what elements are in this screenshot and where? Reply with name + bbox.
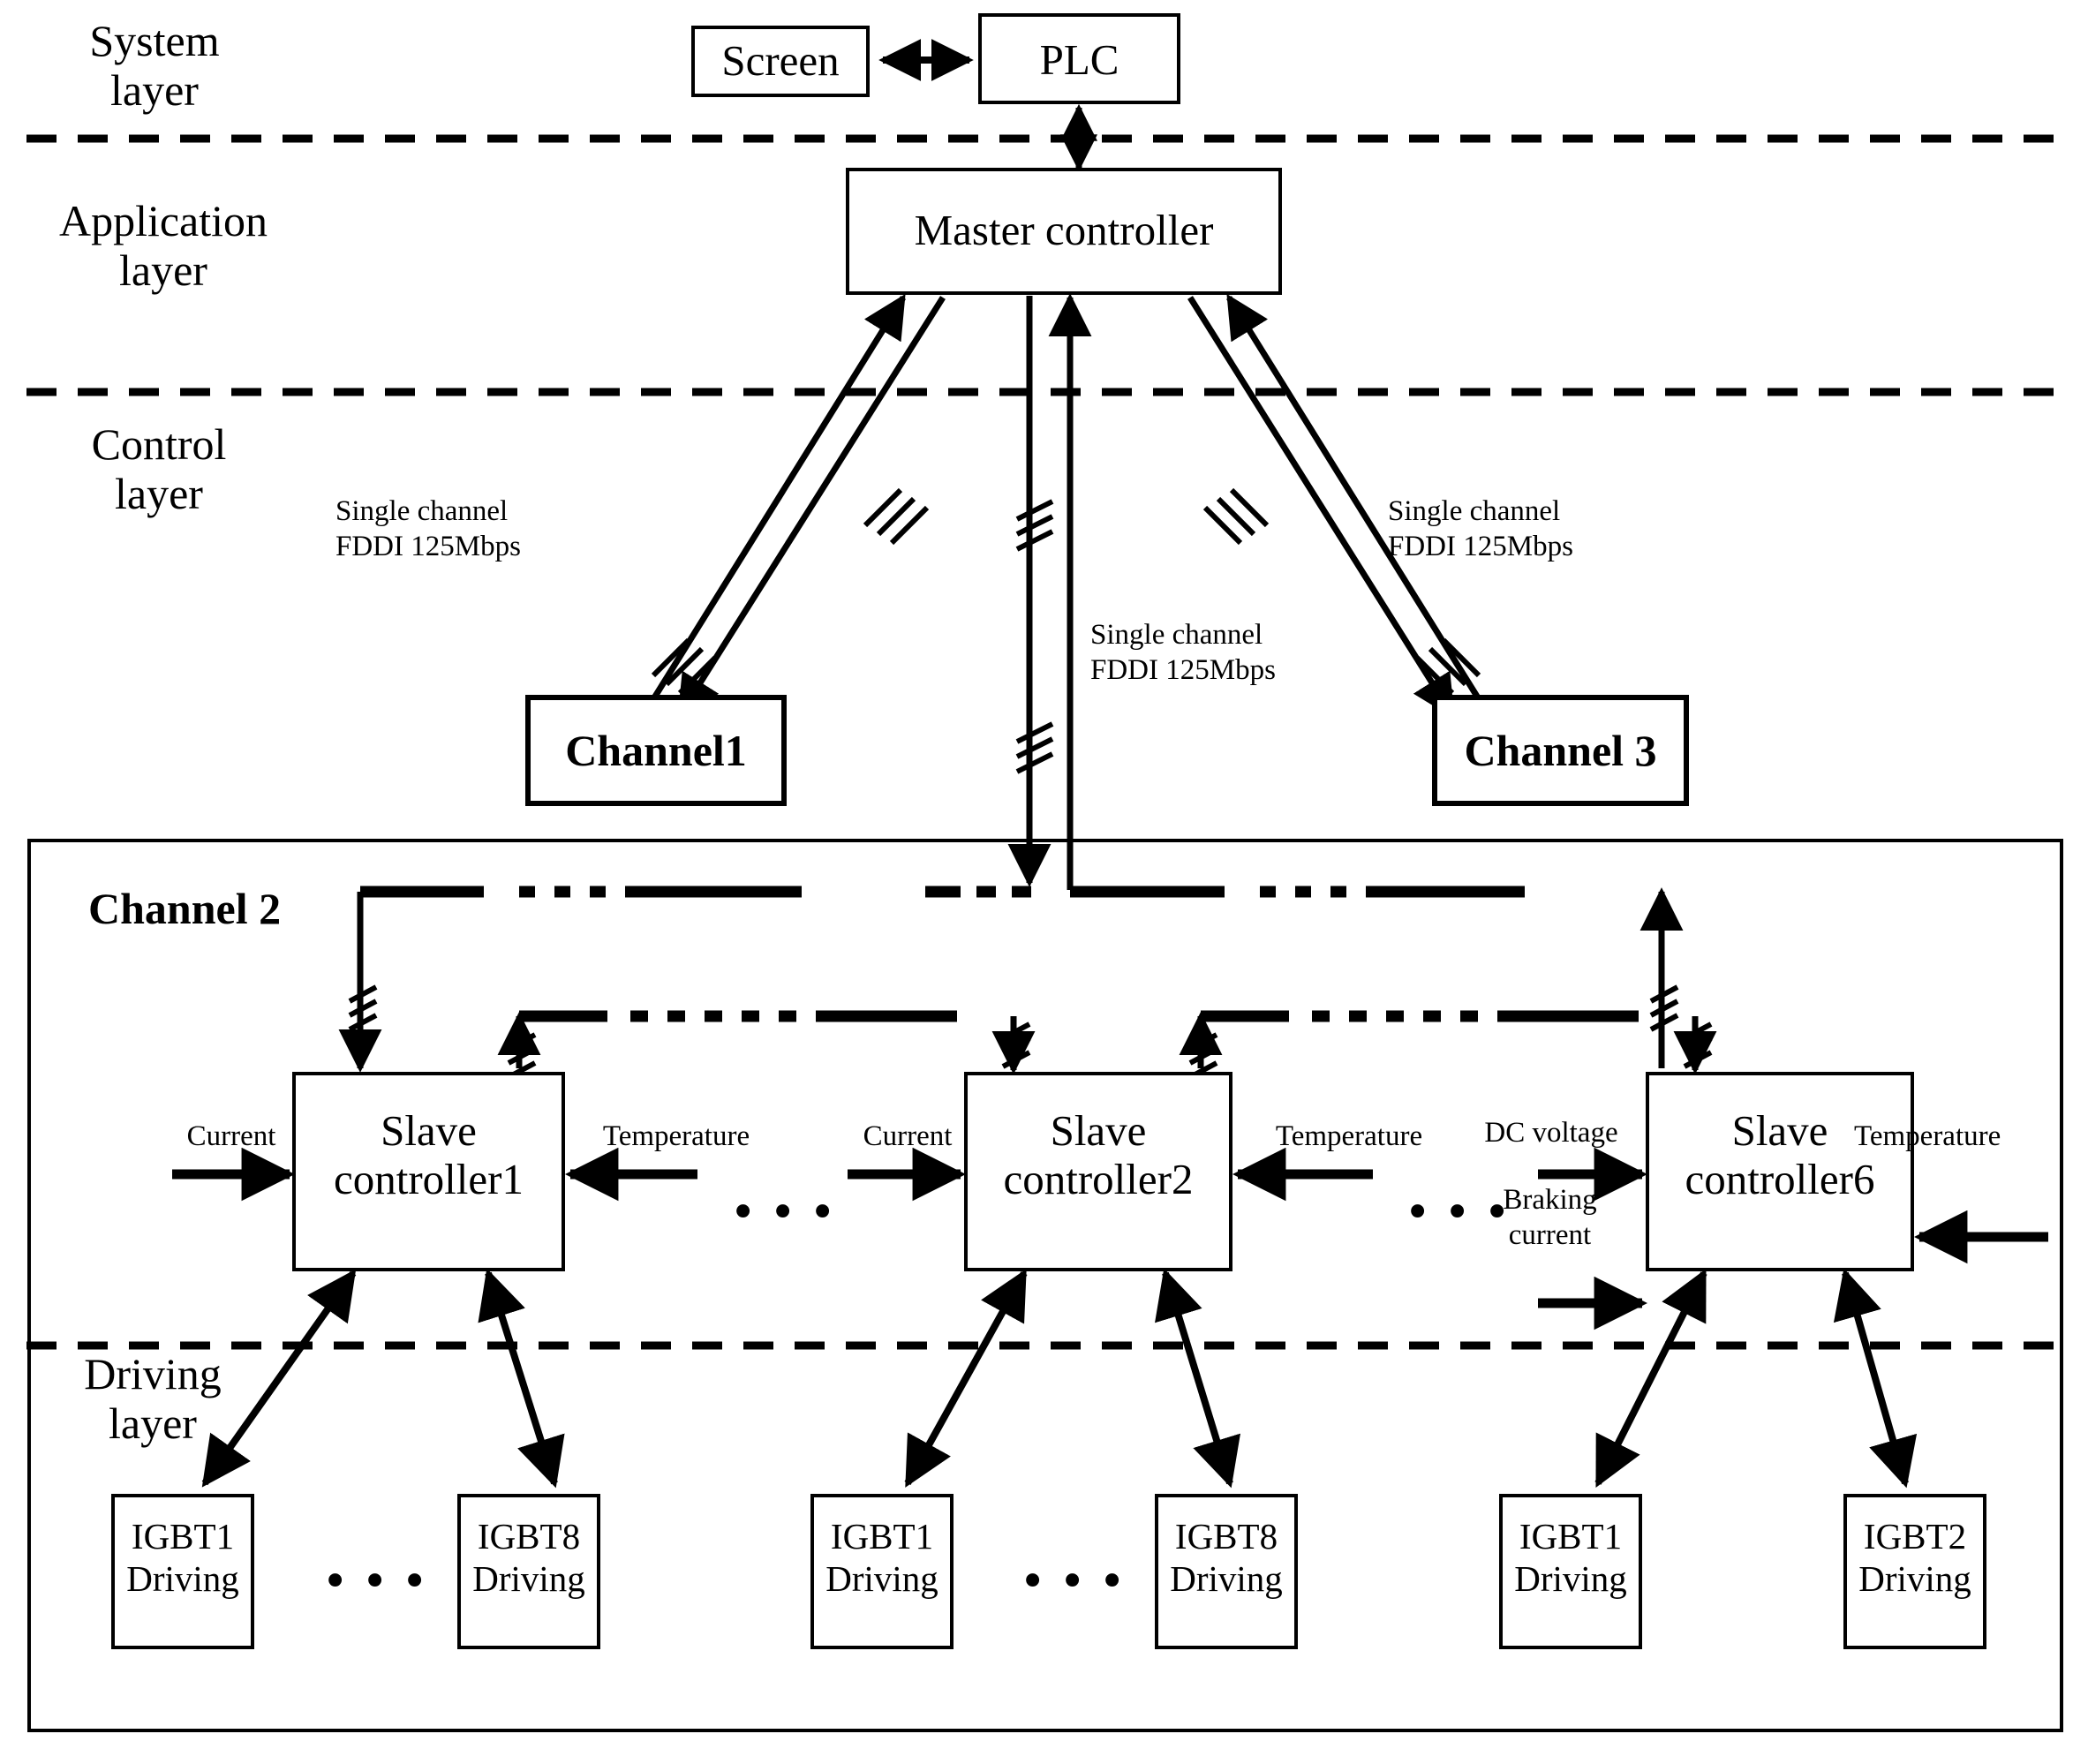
slave-controller6-label: Slave controller6: [1685, 1106, 1875, 1203]
fiber-slash-subbus1-left: [507, 1032, 537, 1080]
plc-box: [978, 13, 1180, 104]
layer-label-application: Application layer: [58, 196, 268, 295]
fiber-slash-center-upper: [1015, 499, 1054, 552]
channel1-label: Channel1: [565, 726, 747, 775]
slave-controller1-label: Slave controller1: [334, 1106, 524, 1203]
igbt-label-g2-igbt1: IGBT1 Driving: [825, 1516, 938, 1600]
layer-label-driving: Driving layer: [84, 1349, 222, 1448]
slave6-igbt2-link: [1833, 1268, 1918, 1489]
fddi-label-center: Single channel FDDI 125Mbps: [1090, 619, 1276, 686]
igbt-label-g1-igbt8: IGBT8 Driving: [472, 1516, 585, 1600]
layer-label-control: Control layer: [91, 419, 227, 518]
slave1-igbt1-link: [201, 1269, 357, 1488]
slave-controller2-label: Slave controller2: [1003, 1106, 1194, 1203]
igbt-label-g2-igbt8: IGBT8 Driving: [1170, 1516, 1283, 1600]
fddi-label-left: Single channel FDDI 125Mbps: [335, 495, 521, 562]
temperature-label-slave2: Temperature: [1275, 1120, 1423, 1152]
slave6-igbt1-link: [1594, 1268, 1707, 1489]
current-label-slave2: Current: [863, 1120, 953, 1152]
channel2-title: Channel 2: [88, 884, 282, 933]
fiber-slash-subbus2-right: [1683, 1021, 1713, 1069]
dc-voltage-label-slave6: DC voltage: [1484, 1117, 1618, 1149]
igbt-box-g1-igbt1: [111, 1494, 254, 1649]
master-channel3-up: [1226, 293, 1486, 708]
ellipsis-igbt-group2: • • •: [1024, 1553, 1127, 1607]
channel1-box: [525, 695, 787, 806]
current-label-slave1: Current: [186, 1120, 276, 1152]
fiber-slash-right-lower: [1414, 637, 1481, 696]
igbt-box-g1-igbt8: [457, 1494, 600, 1649]
fiber-slash-subbus2-left: [1188, 1032, 1218, 1080]
temperature-label-slave1: Temperature: [602, 1120, 750, 1152]
fiber-slash-riser-slave6: [1649, 984, 1679, 1032]
master-channel1-down: [677, 296, 946, 720]
channel3-label: Channel 3: [1464, 726, 1657, 775]
temperature-label-slave6: Temperature: [1854, 1120, 2001, 1152]
slave-controller1-box: [292, 1072, 565, 1271]
slave1-igbt8-link: [478, 1268, 565, 1489]
igbt-box-g3-igbt2: [1843, 1494, 1986, 1649]
igbt-label-g1-igbt1: IGBT1 Driving: [126, 1516, 239, 1600]
igbt-box-g2-igbt1: [810, 1494, 954, 1649]
igbt-box-g3-igbt1: [1499, 1494, 1642, 1649]
fiber-slash-left-lower: [651, 637, 718, 696]
master-channel3-down: [1187, 296, 1455, 720]
fiber-slash-subbus1-right: [1001, 1021, 1031, 1069]
ellipsis-igbt-group1: • • •: [327, 1553, 429, 1607]
plc-box-label: PLC: [1039, 35, 1119, 84]
fiber-slash-left-upper: [863, 487, 930, 546]
channel3-box: [1432, 695, 1689, 806]
igbt-box-g2-igbt8: [1155, 1494, 1298, 1649]
screen-box-label: Screen: [721, 36, 840, 85]
slave2-igbt8-link: [1155, 1268, 1240, 1489]
slave-controller6-box: [1646, 1072, 1914, 1271]
fiber-slash-center-lower: [1015, 721, 1054, 774]
layer-label-system: System layer: [89, 16, 220, 115]
channel2-box: [27, 839, 2063, 1732]
slave2-igbt1-link: [904, 1269, 1028, 1488]
braking-current-label-slave6: Braking current: [1503, 1184, 1597, 1251]
master-channel1-up: [646, 293, 906, 708]
igbt-label-g3-igbt2: IGBT2 Driving: [1858, 1516, 1971, 1600]
ellipsis-slave2-slave6: • • •: [1409, 1184, 1511, 1238]
master-controller-box: [846, 168, 1282, 295]
ellipsis-slave1-slave2: • • •: [735, 1184, 837, 1238]
screen-box: [691, 26, 870, 97]
fddi-label-right: Single channel FDDI 125Mbps: [1388, 495, 1573, 562]
fiber-slash-right-upper: [1202, 487, 1270, 546]
igbt-label-g3-igbt1: IGBT1 Driving: [1514, 1516, 1627, 1600]
fiber-slash-drop-slave1: [348, 984, 378, 1032]
master-controller-label: Master controller: [914, 206, 1214, 254]
